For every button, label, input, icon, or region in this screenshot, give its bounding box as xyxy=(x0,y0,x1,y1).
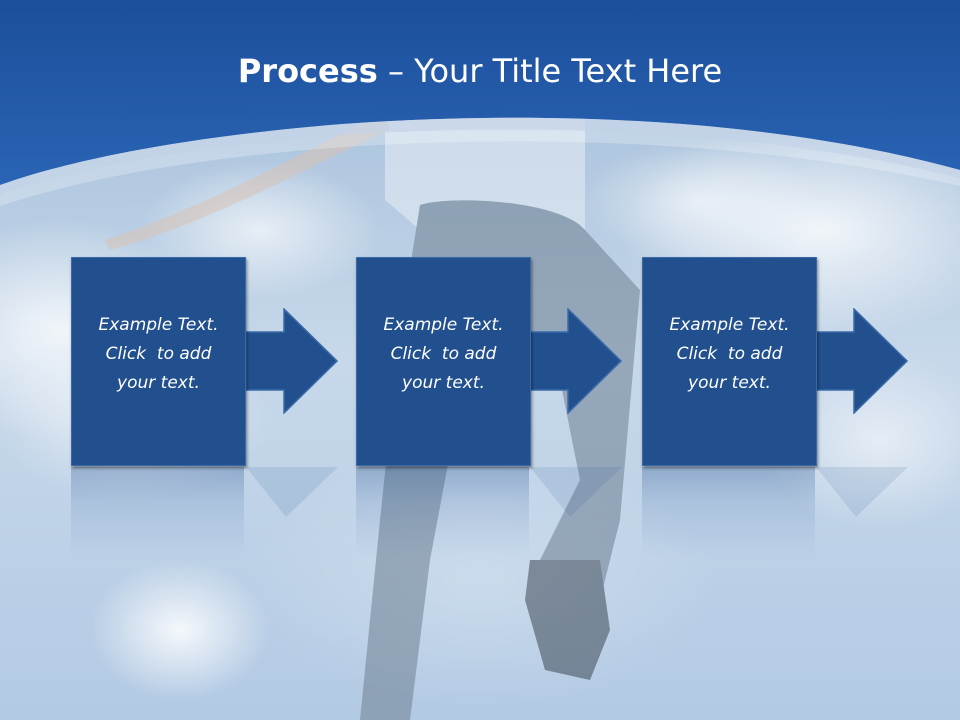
step-1-line-1: Example Text. xyxy=(98,314,219,335)
arrow-2-icon xyxy=(530,308,622,414)
title-bold-text: Process xyxy=(237,52,378,90)
step-2-line-2: Click to add xyxy=(390,343,497,364)
arrow-1-icon xyxy=(246,308,338,414)
step-2-line-1: Example Text. xyxy=(383,314,504,335)
step-2-reflection xyxy=(356,467,529,557)
step-3-line-2: Click to add xyxy=(676,343,783,364)
title-rest-text: – Your Title Text Here xyxy=(377,52,723,90)
slide-title[interactable]: Process – Your Title Text Here xyxy=(0,52,960,90)
step-1-line-2: Click to add xyxy=(105,343,212,364)
step-1-reflection xyxy=(71,467,244,557)
step-3-box[interactable]: Example Text. Click to add your text. xyxy=(642,257,817,466)
step-2-box[interactable]: Example Text. Click to add your text. xyxy=(356,257,531,466)
step-1-line-3: your text. xyxy=(117,372,200,393)
step-3-reflection xyxy=(642,467,815,557)
step-1-text: Example Text. Click to add your text. xyxy=(79,311,239,398)
arrow-2-reflection xyxy=(530,467,622,517)
arrow-1-reflection xyxy=(246,467,338,517)
arrow-3-icon xyxy=(816,308,908,414)
step-1-box[interactable]: Example Text. Click to add your text. xyxy=(71,257,246,466)
step-3-line-3: your text. xyxy=(688,372,771,393)
step-3-line-1: Example Text. xyxy=(669,314,790,335)
step-3-text: Example Text. Click to add your text. xyxy=(650,311,810,398)
arrow-3-reflection xyxy=(816,467,908,517)
step-2-line-3: your text. xyxy=(402,372,485,393)
step-2-text: Example Text. Click to add your text. xyxy=(364,311,524,398)
